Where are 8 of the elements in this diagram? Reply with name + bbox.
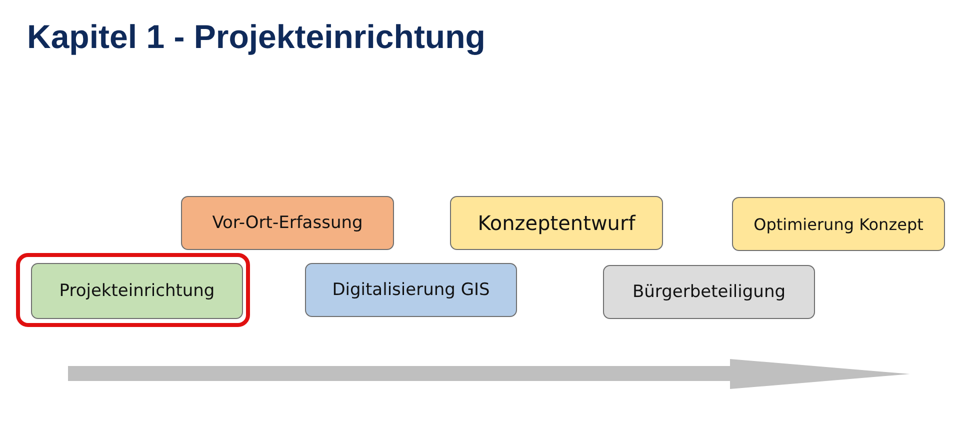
phase-box: Bürgerbeteiligung [603,265,815,319]
highlight-frame [16,253,250,327]
page-title: Kapitel 1 - Projekteinrichtung [27,18,486,56]
phase-box: Digitalisierung GIS [305,263,517,317]
phase-box: Optimierung Konzept [732,197,945,251]
phase-box: Konzeptentwurf [450,196,663,250]
phase-box: Projekteinrichtung [31,263,243,319]
phase-box: Vor-Ort-Erfassung [181,196,394,250]
